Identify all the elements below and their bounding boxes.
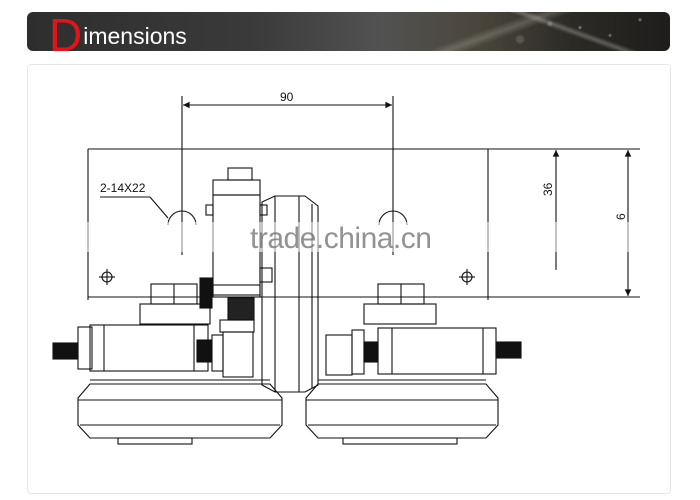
right-wheel-assembly [305, 283, 522, 445]
dim-label-plate-height: 6 [614, 213, 628, 220]
left-wheel-assembly [52, 283, 283, 445]
dim-label-hole-spec: 2-14X22 [100, 181, 146, 195]
title-rest: imensions [83, 23, 187, 49]
section-header-bar: D imensions [27, 12, 670, 51]
title-initial: D [49, 12, 83, 51]
hole-leader [100, 196, 169, 219]
section-title: D imensions [49, 12, 187, 51]
crosshair-right [459, 269, 475, 285]
center-bracket [199, 167, 273, 378]
crosshair-left [99, 269, 115, 285]
drawing-panel [27, 64, 671, 494]
slot-hole-left [167, 210, 197, 226]
dim-label-90: 90 [280, 90, 294, 104]
slot-hole-right [378, 210, 408, 226]
dim-label-36: 36 [541, 182, 555, 196]
watermark-text: trade.china.cn [250, 222, 432, 255]
header-decorative-sparkle [370, 12, 670, 51]
watermark-band [30, 222, 670, 252]
